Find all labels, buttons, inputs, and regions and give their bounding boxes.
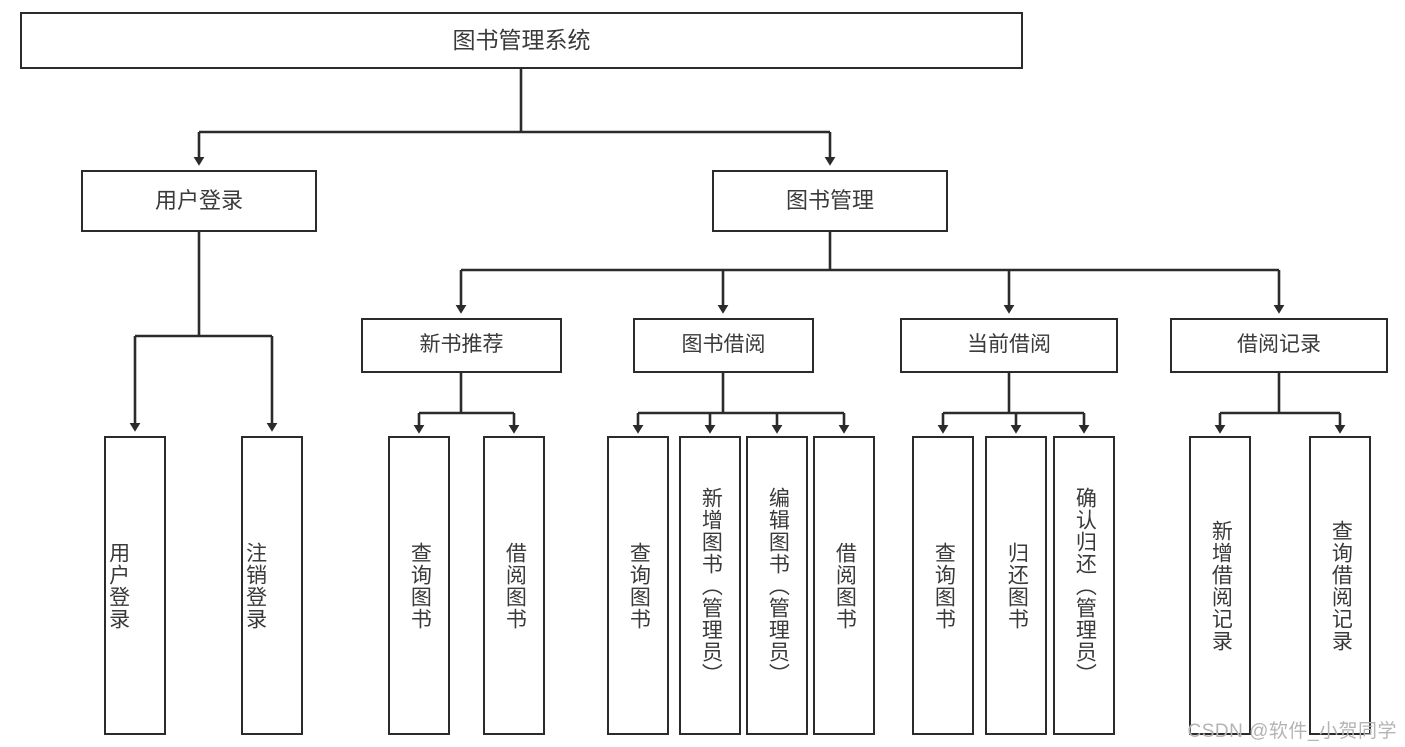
node-leaf-5[interactable]: 查询图书 — [607, 436, 669, 735]
node-level1-2[interactable]: 图书管理 — [712, 170, 948, 232]
node-level2-2[interactable]: 图书借阅 — [633, 318, 814, 373]
node-leaf-10[interactable]: 归还图书 — [985, 436, 1047, 735]
node-level2-3[interactable]: 当前借阅 — [900, 318, 1118, 373]
node-level2-4[interactable]: 借阅记录 — [1170, 318, 1388, 373]
node-leaf-9[interactable]: 查询图书 — [912, 436, 974, 735]
node-level1-1[interactable]: 用户登录 — [81, 170, 317, 232]
node-leaf-4[interactable]: 借阅图书 — [483, 436, 545, 735]
node-leaf-12[interactable]: 新增借阅记录 — [1189, 436, 1251, 735]
node-level2-1[interactable]: 新书推荐 — [361, 318, 562, 373]
node-leaf-6[interactable]: 新增图书（管理员） — [679, 436, 741, 735]
node-leaf-7[interactable]: 编辑图书（管理员） — [746, 436, 808, 735]
node-root-system[interactable]: 图书管理系统 — [20, 12, 1023, 69]
node-leaf-3[interactable]: 查询图书 — [388, 436, 450, 735]
node-leaf-1[interactable]: 用户登录 — [104, 436, 166, 735]
node-leaf-2[interactable]: 注销登录 — [241, 436, 303, 735]
watermark-csdn: CSDN @软件_小贺同学 — [1187, 721, 1397, 742]
node-leaf-13[interactable]: 查询借阅记录 — [1309, 436, 1371, 735]
node-leaf-8[interactable]: 借阅图书 — [813, 436, 875, 735]
node-leaf-11[interactable]: 确认归还（管理员） — [1053, 436, 1115, 735]
